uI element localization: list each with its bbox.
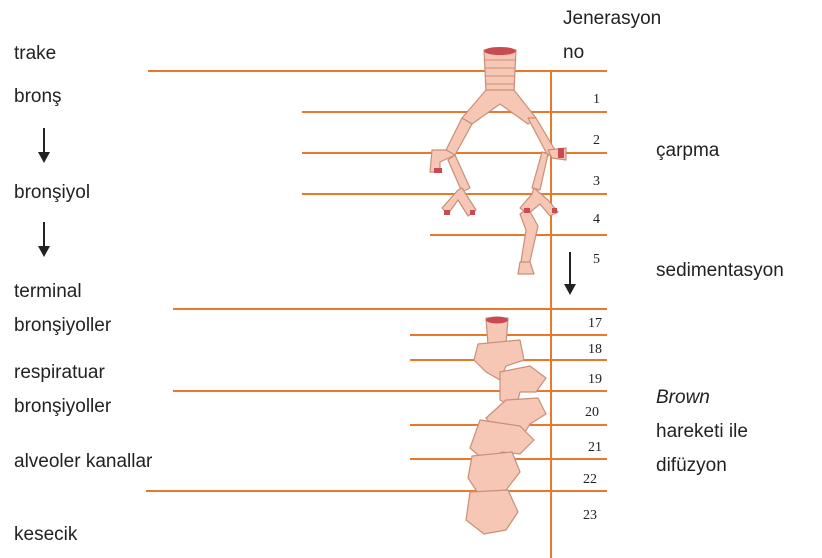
airway-tree-illustration xyxy=(0,0,822,558)
